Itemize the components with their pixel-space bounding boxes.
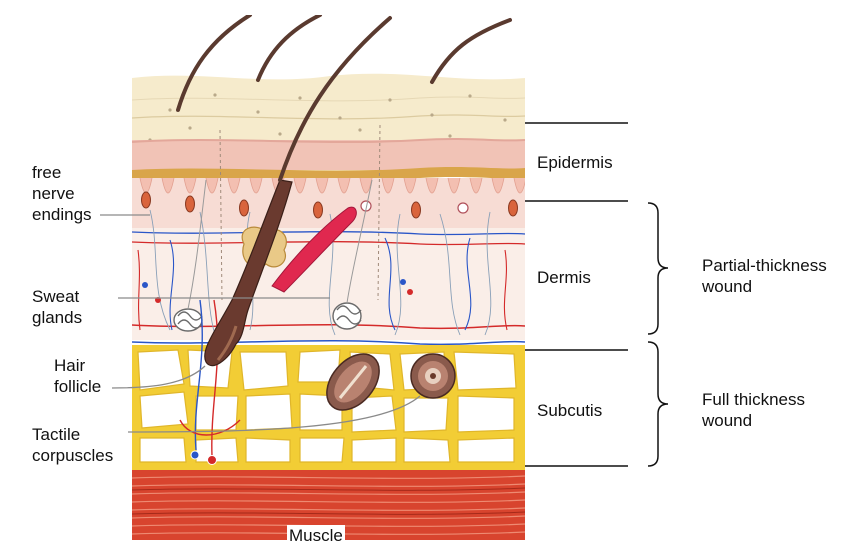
tactile-corpuscle — [411, 354, 455, 398]
full-thickness-brace — [648, 342, 668, 466]
tactile-corpuscles-label: Tactile corpuscles — [32, 424, 113, 466]
partial-thickness-brace — [648, 203, 668, 334]
full-thickness-wound-label: Full thickness wound — [702, 389, 805, 431]
sweat-glands-label: Sweat glands — [32, 286, 82, 328]
partial-thickness-wound-label: Partial-thickness wound — [702, 255, 827, 297]
free-nerve-endings-label: free nerve endings — [32, 162, 92, 225]
epidermis-label: Epidermis — [537, 152, 613, 173]
hair-follicle-label: Hair follicle — [54, 355, 101, 397]
subcutis-label: Subcutis — [537, 400, 602, 421]
muscle-label: Muscle — [287, 525, 345, 546]
dermis-label: Dermis — [537, 267, 591, 288]
skin-cross-section — [132, 15, 526, 540]
